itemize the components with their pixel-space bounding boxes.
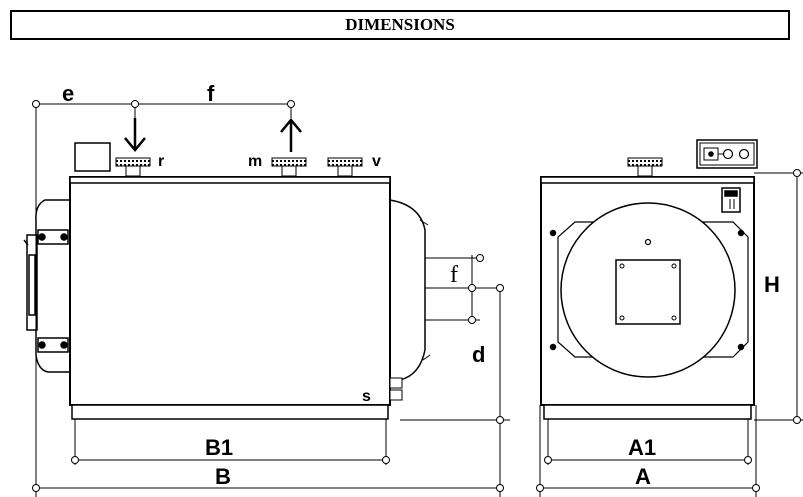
label-A1: A1 [628, 435, 656, 460]
flow-arrow [280, 118, 302, 152]
page-title: DIMENSIONS [345, 15, 455, 34]
control-box [74, 142, 111, 172]
title-box: DIMENSIONS [10, 10, 790, 40]
label-H: H [764, 272, 780, 297]
side-dimensions [32, 100, 510, 497]
burner-plate [615, 259, 681, 325]
nozzle-v [327, 157, 363, 177]
label-B1: B1 [205, 435, 233, 460]
label-v: v [372, 153, 381, 170]
front-view [540, 139, 758, 420]
label-r: r [158, 153, 164, 170]
label-m: m [248, 153, 262, 170]
label-B: B [215, 464, 231, 489]
flue-outlet [425, 257, 500, 321]
front-dimensions [536, 169, 803, 497]
label-s: s [362, 388, 371, 405]
boiler-body-side [69, 176, 391, 406]
label-e: e [62, 81, 74, 106]
label-A: A [635, 464, 651, 489]
return-arrow [124, 118, 146, 152]
nozzle-m [271, 157, 307, 177]
nozzle-r [115, 157, 151, 177]
rear-dome [389, 199, 426, 381]
label-d: d [472, 342, 485, 367]
label-f-top: f [207, 81, 215, 106]
label-f-side: f [450, 262, 458, 288]
side-view [23, 118, 500, 420]
